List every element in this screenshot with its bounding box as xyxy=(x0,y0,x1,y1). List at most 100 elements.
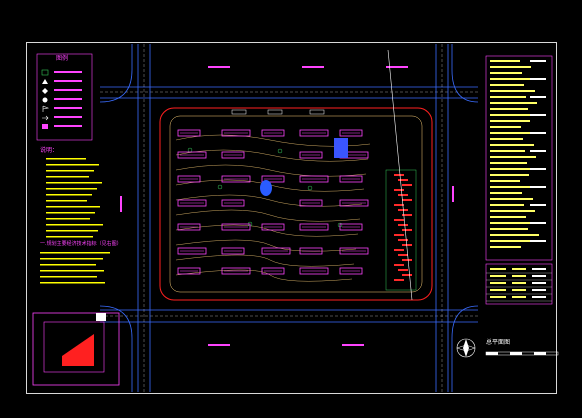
table-cell xyxy=(490,296,506,298)
note-line xyxy=(46,188,97,190)
road-name-label xyxy=(342,344,364,346)
gate-building xyxy=(231,109,247,115)
residential-building xyxy=(299,223,329,231)
notes-subtitle: 一.规划主要经济技术指标（见右图） xyxy=(40,241,122,247)
landscape-path xyxy=(175,239,357,252)
parking-space xyxy=(394,249,404,251)
residential-building xyxy=(221,267,251,275)
note-line xyxy=(40,252,110,254)
note-line xyxy=(46,170,94,172)
parking-space xyxy=(402,229,412,231)
title-block-value xyxy=(530,186,546,188)
entrance-line xyxy=(387,49,413,301)
residential-building xyxy=(221,247,245,255)
title-block-row xyxy=(490,126,521,128)
parking-outline xyxy=(385,169,417,291)
residential-building xyxy=(299,129,329,137)
landscape-path xyxy=(175,194,363,207)
parking-space xyxy=(398,194,408,196)
residential-building xyxy=(299,151,323,159)
notes-title: 说明： xyxy=(40,147,59,154)
road-corner xyxy=(451,305,479,392)
parking-space xyxy=(394,204,404,206)
title-block-value xyxy=(530,168,546,170)
key-plan xyxy=(32,312,120,386)
legend-item-label xyxy=(54,107,82,109)
landscape-path xyxy=(175,164,367,177)
residential-building xyxy=(299,267,329,275)
residential-building xyxy=(261,129,285,137)
table-cell xyxy=(532,289,546,291)
title-block-value xyxy=(530,240,546,242)
parking-space xyxy=(394,234,404,236)
title-block-row xyxy=(490,192,522,194)
road-corner xyxy=(99,305,133,392)
parking-space xyxy=(402,199,412,201)
title-block-row xyxy=(490,138,523,140)
drawing-frame xyxy=(26,42,557,394)
legend-item-label xyxy=(54,71,82,73)
residential-building xyxy=(339,223,363,231)
title-block-row xyxy=(490,66,531,68)
residential-building xyxy=(177,129,201,137)
parking-space xyxy=(394,279,404,281)
note-line xyxy=(46,230,98,232)
buildings xyxy=(177,109,369,275)
note-line xyxy=(40,270,104,272)
clubhouse xyxy=(334,138,348,158)
title-block-row xyxy=(490,180,520,182)
legend-item-label xyxy=(54,89,82,91)
note-line xyxy=(46,224,103,226)
table-cell xyxy=(512,282,526,284)
notes-panel xyxy=(40,158,110,284)
parking-space xyxy=(402,259,412,261)
north-arrow-icon xyxy=(456,338,476,358)
note-line xyxy=(46,236,93,238)
residential-building xyxy=(339,175,363,183)
title-block-row xyxy=(490,216,526,218)
parking-space xyxy=(402,184,412,186)
residential-building xyxy=(221,199,245,207)
table-cell xyxy=(512,268,526,270)
title-block-row xyxy=(490,210,535,212)
title-block-value xyxy=(530,114,546,116)
legend-title: 图例 xyxy=(56,55,69,62)
road-corner xyxy=(451,44,479,103)
scale-bar-icon xyxy=(485,351,559,356)
title-block-row xyxy=(490,114,539,116)
title-block-value xyxy=(530,204,546,206)
road-name-label xyxy=(120,196,122,212)
landscape-path xyxy=(175,269,353,282)
table-cell xyxy=(532,282,546,284)
title-block-row xyxy=(490,144,534,146)
parking-area xyxy=(385,169,417,291)
parking-space xyxy=(398,269,408,271)
table-cell xyxy=(490,268,506,270)
landscape-path xyxy=(175,254,355,267)
title-block-row xyxy=(490,246,521,248)
title-block-value xyxy=(530,222,546,224)
residential-building xyxy=(221,151,245,159)
residential-building xyxy=(221,223,251,231)
arrow-icon xyxy=(42,115,82,121)
title-block-value xyxy=(530,150,546,152)
title-block-row xyxy=(490,228,528,230)
residential-building xyxy=(177,247,207,255)
parking-space xyxy=(398,224,408,226)
title-block-row xyxy=(490,120,530,122)
gate-building xyxy=(309,109,325,115)
note-line xyxy=(46,164,99,166)
residential-building xyxy=(261,223,285,231)
title-block-row xyxy=(490,90,535,92)
gate-building xyxy=(267,109,283,115)
title-block-row xyxy=(490,72,522,74)
flag-icon xyxy=(42,105,82,112)
note-line xyxy=(40,282,105,284)
road-name-label xyxy=(208,66,230,68)
landscape-path xyxy=(175,149,369,162)
note-line xyxy=(46,176,89,178)
title-block-value xyxy=(530,78,546,80)
title-block-row xyxy=(490,204,524,206)
triangle-icon xyxy=(42,79,82,84)
table-cell xyxy=(512,289,526,291)
